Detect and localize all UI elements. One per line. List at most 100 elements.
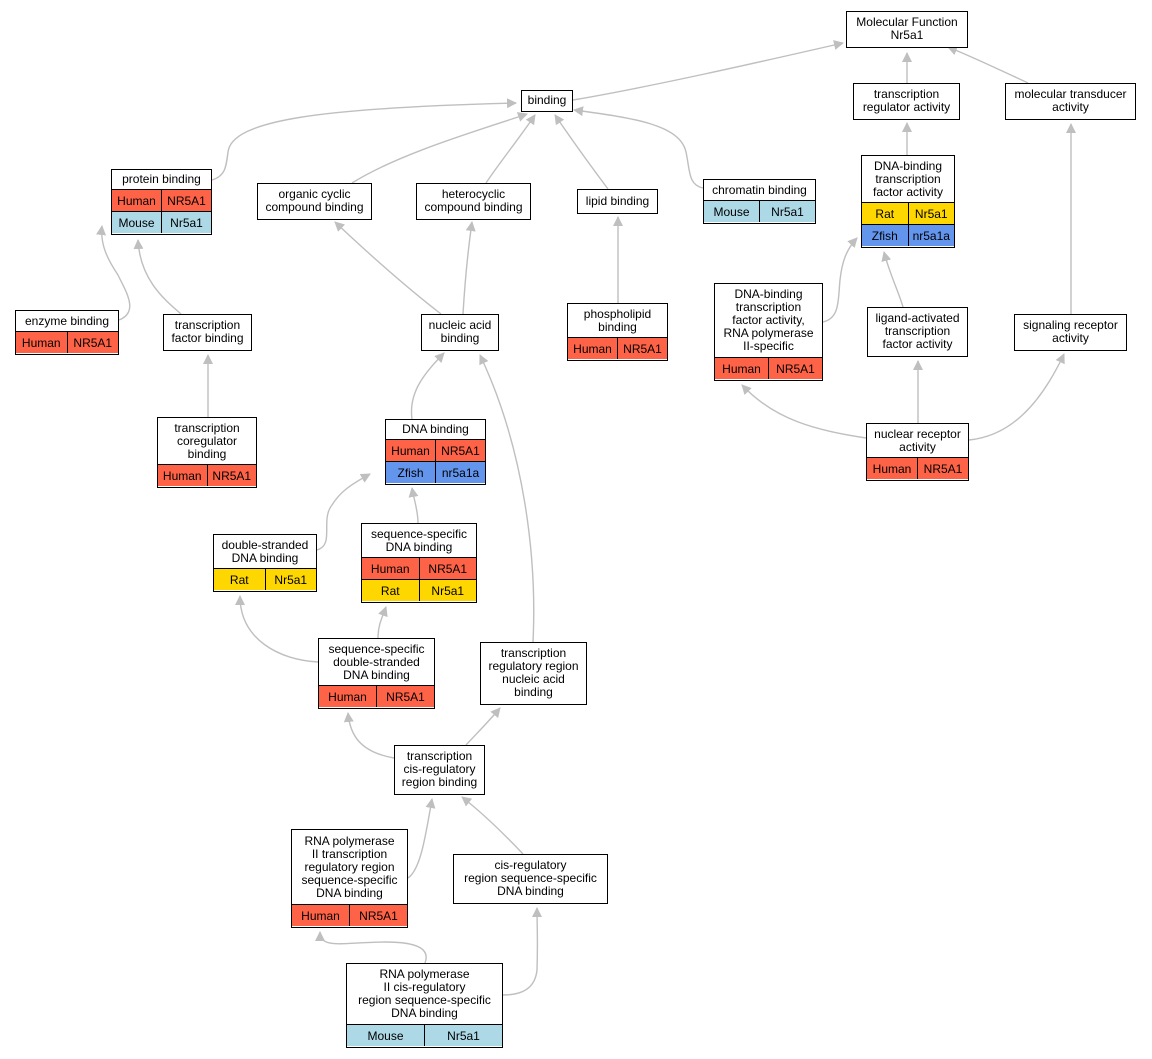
- node-sequence-specific-double-stranded-dna-binding[interactable]: sequence-specific double-stranded DNA bi…: [318, 638, 435, 709]
- node-label: Molecular Function Nr5a1: [856, 15, 958, 43]
- edge-nra-dbtfa2: [741, 384, 867, 439]
- gene-cell: NR5A1: [917, 458, 968, 480]
- edge-tcrrb-ssdsdb: [343, 712, 395, 759]
- edge-nab-hcb: [462, 221, 476, 315]
- node-label: RNA polymerase II cis-regulatory region …: [358, 967, 491, 1021]
- species-row: Zfish nr5a1a: [386, 461, 485, 484]
- species-cell: Zfish: [397, 465, 424, 480]
- species-row: Mouse Nr5a1: [112, 211, 211, 234]
- species-cell: Rat: [229, 572, 249, 587]
- node-rna-pol-ii-transcription-regulatory-region-binding[interactable]: RNA polymerase II transcription regulato…: [291, 829, 408, 928]
- gene-cell: nr5a1a: [907, 225, 955, 247]
- node-binding[interactable]: binding: [521, 90, 573, 112]
- species-cell: Human: [117, 193, 156, 208]
- edge-mta-mf: [947, 45, 1029, 84]
- node-nucleic-acid-binding[interactable]: nucleic acid binding: [421, 314, 499, 351]
- edge-tcrrb-trrnab: [465, 707, 501, 746]
- node-label: binding: [527, 93, 567, 108]
- species-cell: Rat: [380, 583, 400, 598]
- node-label: transcription regulatory region nucleic …: [488, 646, 579, 700]
- gene-cell: NR5A1: [418, 558, 477, 580]
- node-rna-pol-ii-cis-regulatory-region-binding[interactable]: RNA polymerase II cis-regulatory region …: [346, 963, 503, 1048]
- node-label: DNA-binding transcription factor activit…: [872, 158, 944, 199]
- node-label: transcription coregulator binding: [174, 420, 240, 461]
- node-heterocyclic-compound-binding[interactable]: heterocyclic compound binding: [416, 183, 531, 220]
- node-signaling-receptor-activity[interactable]: signaling receptor activity: [1014, 314, 1127, 351]
- node-label: protein binding: [122, 172, 201, 187]
- species-cell: Human: [573, 341, 612, 356]
- node-molecular-function[interactable]: Molecular Function Nr5a1: [846, 11, 968, 48]
- node-transcription-regulator-activity[interactable]: transcription regulator activity: [853, 83, 960, 120]
- node-label: organic cyclic compound binding: [265, 187, 364, 215]
- node-label: nucleic acid binding: [428, 318, 492, 346]
- node-label: enzyme binding: [24, 313, 110, 328]
- gene-cell: nr5a1a: [435, 462, 485, 484]
- edge-db-nab: [410, 352, 445, 420]
- gene-cell: Nr5a1: [759, 201, 815, 223]
- species-cell: Mouse: [367, 1028, 404, 1043]
- node-dna-binding-tf-activity-rna-pol-ii[interactable]: DNA-binding transcription factor activit…: [714, 283, 823, 381]
- edge-nab-occb: [334, 221, 442, 315]
- species-cell: Human: [328, 689, 367, 704]
- gene-cell: NR5A1: [161, 190, 211, 212]
- node-label: nuclear receptor activity: [874, 426, 961, 454]
- node-label: molecular transducer activity: [1014, 87, 1127, 115]
- node-label: RNA polymerase II transcription regulato…: [301, 833, 398, 900]
- node-transcription-regulatory-region-nucleic-acid-binding[interactable]: transcription regulatory region nucleic …: [480, 642, 587, 705]
- species-cell: Mouse: [713, 204, 750, 219]
- node-label: lipid binding: [585, 193, 650, 208]
- node-dna-binding-transcription-factor-activity[interactable]: DNA-binding transcription factor activit…: [861, 155, 955, 248]
- gene-cell: NR5A1: [768, 358, 822, 380]
- node-label: transcription regulator activity: [862, 87, 951, 115]
- species-cell: Human: [21, 335, 61, 350]
- node-organic-cyclic-compound-binding[interactable]: organic cyclic compound binding: [257, 183, 372, 220]
- gene-cell: NR5A1: [349, 905, 407, 927]
- edge-latfa-dbtfa: [881, 251, 904, 308]
- edge-rp2c-rp2: [315, 931, 427, 964]
- species-cell: Human: [301, 908, 340, 923]
- species-cell: Mouse: [118, 215, 155, 230]
- node-transcription-factor-binding[interactable]: transcription factor binding: [163, 314, 252, 351]
- edge-dbtfa2-dbtfa: [822, 237, 858, 323]
- edge-crrss-tcrrb: [461, 796, 524, 855]
- gene-cell: Nr5a1: [907, 203, 955, 225]
- node-chromatin-binding[interactable]: chromatin binding Mouse Nr5a1: [703, 179, 816, 224]
- species-cell: Human: [722, 361, 761, 376]
- node-label: sequence-specific DNA binding: [370, 526, 468, 554]
- species-cell: Rat: [875, 206, 895, 221]
- node-ligand-activated-transcription-factor-activity[interactable]: ligand-activated transcription factor ac…: [867, 307, 968, 357]
- node-molecular-transducer-activity[interactable]: molecular transducer activity: [1005, 83, 1136, 120]
- node-label: DNA-binding transcription factor activit…: [723, 287, 814, 354]
- node-cis-regulatory-region-sequence-specific-dna-binding[interactable]: cis-regulatory region sequence-specific …: [453, 854, 608, 904]
- edge-cb-binding: [573, 106, 704, 189]
- node-label: DNA binding: [402, 422, 469, 437]
- node-lipid-binding[interactable]: lipid binding: [577, 189, 658, 214]
- species-row: Mouse Nr5a1: [704, 200, 815, 223]
- gene-cell: Nr5a1: [161, 212, 211, 234]
- node-transcription-cis-regulatory-region-binding[interactable]: transcription cis-regulatory region bind…: [394, 745, 485, 795]
- node-label: chromatin binding: [712, 182, 807, 197]
- edge-ssdsdb-dsdb: [235, 595, 319, 663]
- edge-lb-binding: [554, 114, 609, 190]
- node-label: transcription factor binding: [171, 318, 244, 346]
- edge-hcb-binding: [485, 114, 536, 184]
- edge-pb-binding: [211, 98, 517, 181]
